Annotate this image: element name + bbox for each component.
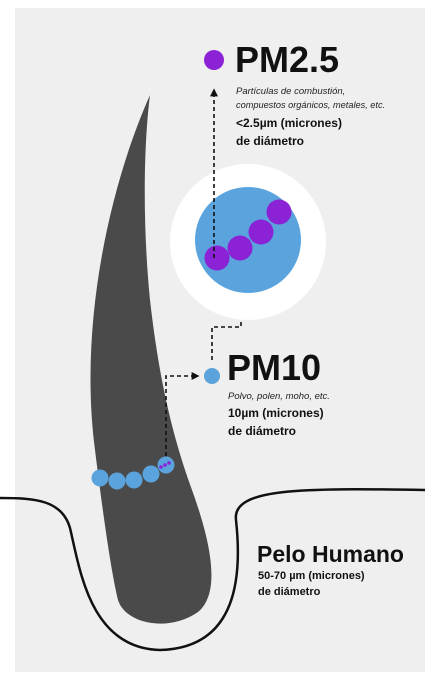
hair-outline [0, 488, 425, 652]
pm25-particle [248, 219, 274, 245]
background-panel [15, 8, 425, 672]
pm10-dot [204, 368, 220, 384]
pm10-connector-arrow [165, 372, 200, 456]
hair-size-line2: de diámetro [258, 586, 321, 598]
hair-size-line1: 50-70 µm (micrones) [258, 570, 365, 582]
pm10-description: Polvo, polen, moho, etc. [228, 391, 330, 402]
pm25-particle [204, 245, 230, 271]
hair-strand [90, 95, 212, 624]
pm10-size-line1: 10µm (micrones) [228, 406, 324, 420]
pm10-title: PM10 [227, 347, 322, 388]
pm10-particle [125, 471, 143, 489]
pm10-particle [142, 465, 160, 483]
pm25-title: PM2.5 [235, 39, 340, 80]
pm10-size-line2: de diámetro [228, 424, 297, 438]
pm25-size-line1: <2.5µm (micrones) [236, 116, 342, 130]
pm10-particle [91, 469, 109, 487]
magnify-connector-arrow [211, 282, 245, 360]
pm25-description-line1: Partículas de combustión, [236, 86, 346, 97]
pm10-particle [108, 472, 126, 490]
pm10-particles-on-hair [91, 456, 175, 490]
pm25-particle [266, 199, 292, 225]
pm25-dot [204, 50, 224, 70]
hair-title: Pelo Humano [257, 541, 404, 567]
magnified-pm25-particles [204, 199, 292, 271]
pm25-specks-on-hair [159, 461, 171, 469]
pm25-description-line2: compuestos orgánicos, metales, etc. [236, 100, 386, 110]
pm25-particle [227, 235, 253, 261]
pm25-size-line2: de diámetro [236, 134, 305, 148]
